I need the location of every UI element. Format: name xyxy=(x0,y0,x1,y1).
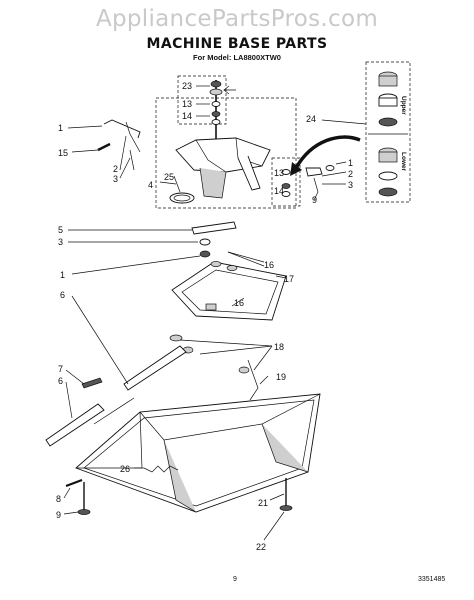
callout-2-right: 2 xyxy=(348,169,353,179)
transmission-arm xyxy=(237,155,261,191)
callout-26: 26 xyxy=(120,464,130,474)
bearing-lower-1-body xyxy=(378,151,398,163)
base-frame-front-leg xyxy=(163,439,197,513)
part-16-snubber-a xyxy=(210,261,222,267)
callout-13-lower: 13 xyxy=(274,168,284,178)
part-7-pad xyxy=(81,377,103,389)
bearing-kit-box xyxy=(365,61,411,203)
bearing-upper-2-body xyxy=(378,97,398,107)
agitator-fittings-box xyxy=(177,75,227,125)
callout-14-upper: 14 xyxy=(182,111,192,121)
part-14-bearing-upper xyxy=(211,111,221,117)
part-17-top-frame-inner xyxy=(181,269,279,315)
part-25-seal-ring-inner xyxy=(173,194,191,202)
document-number: 3351485 xyxy=(418,576,446,583)
part-13-seal-upper xyxy=(211,101,221,107)
part-2-spring-right xyxy=(313,177,319,201)
part-17-label-plate xyxy=(205,303,217,311)
part-18-clip-c xyxy=(238,366,250,374)
page-number: 9 xyxy=(233,576,237,583)
callout-6-lower: 6 xyxy=(58,376,63,386)
bearing-lower-2 xyxy=(378,171,398,181)
part-5-brace xyxy=(191,221,237,235)
part-3-retainer-left xyxy=(129,149,135,171)
callout-6-upper: 6 xyxy=(60,290,65,300)
callout-7: 7 xyxy=(58,364,63,374)
part-22-leg-foot xyxy=(279,505,293,511)
transmission-gearcase xyxy=(199,167,227,199)
base-frame-top-rails xyxy=(139,393,321,441)
base-frame-right-leg xyxy=(261,423,309,473)
callout-16-upper: 16 xyxy=(264,260,274,270)
callout-16-lower: 16 xyxy=(234,298,244,308)
callout-3-right: 3 xyxy=(348,180,353,190)
callout-24: 24 xyxy=(306,114,316,124)
callout-1-middle: 1 xyxy=(60,270,65,280)
callout-13-upper: 13 xyxy=(182,99,192,109)
part-6-brace-lower-rail xyxy=(93,397,135,425)
bearing-lower-3 xyxy=(378,187,398,197)
callout-18: 18 xyxy=(274,342,284,352)
part-14-bearing-lower xyxy=(281,183,291,189)
callout-17: 17 xyxy=(284,274,294,284)
part-17-top-frame xyxy=(171,261,287,321)
callout-3-middle: 3 xyxy=(58,237,63,247)
pulley-fittings-box xyxy=(271,157,301,207)
callout-9-lower: 9 xyxy=(56,510,61,520)
callout-numbers: 1 15 2 3 4 23 13 14 25 13 14 24 1 2 3 9 … xyxy=(56,81,353,552)
part-9-leg-foot xyxy=(77,509,91,515)
part-19-suspension-rod xyxy=(247,359,259,401)
part-6-brace-upper xyxy=(123,345,187,391)
callout-19: 19 xyxy=(276,372,286,382)
callout-8: 8 xyxy=(56,494,61,504)
part-8-leg-bolt xyxy=(65,478,83,488)
part-1-clip-left xyxy=(103,119,141,139)
callout-1-top-left: 1 xyxy=(58,123,63,133)
part-16-snubber-b xyxy=(226,265,238,271)
callout-2-left: 2 xyxy=(113,164,118,174)
part-14-washer-lower xyxy=(281,191,291,197)
part-1-nut-mid xyxy=(199,250,211,258)
part-15-pin xyxy=(97,142,111,152)
bearing-lower-label: Lower xyxy=(400,152,407,172)
callout-23: 23 xyxy=(182,81,192,91)
part-18-clip-a xyxy=(169,334,183,342)
callout-14-lower: 14 xyxy=(274,186,284,196)
part-2-spring-left xyxy=(125,121,141,153)
part-23-drive-block xyxy=(210,80,222,88)
callout-25: 25 xyxy=(164,172,174,182)
callout-4: 4 xyxy=(148,180,153,190)
bearing-kit-arrow xyxy=(294,135,361,169)
bearing-upper-label: Upper xyxy=(400,96,407,115)
bearing-kit-arrowhead xyxy=(290,162,302,176)
callout-3-left: 3 xyxy=(113,174,118,184)
bearing-upper-1-body xyxy=(378,75,398,87)
transmission-housing xyxy=(175,137,271,173)
assembly-arrow-23 xyxy=(223,85,236,95)
part-25-seal-ring xyxy=(169,192,195,204)
callout-21: 21 xyxy=(258,498,268,508)
callout-1-right: 1 xyxy=(348,158,353,168)
part-14-spacer xyxy=(211,119,221,125)
watermark: AppliancePartsPros.com xyxy=(95,6,379,32)
part-1-pin-right xyxy=(325,165,335,171)
part-23-washer xyxy=(209,88,223,96)
part-13-seal-lower xyxy=(281,169,291,175)
part-1-clip-right xyxy=(305,167,323,177)
bearing-upper-3 xyxy=(378,117,398,127)
leader-lines xyxy=(63,85,367,541)
callout-5: 5 xyxy=(58,225,63,235)
callout-9-upper: 9 xyxy=(312,195,317,205)
callout-22: 22 xyxy=(256,542,266,552)
part-26-spring xyxy=(143,465,179,473)
callout-15: 15 xyxy=(58,148,68,158)
diagram-title: MACHINE BASE PARTS xyxy=(146,36,328,52)
model-number: For Model: LA8800XTW0 xyxy=(193,53,281,62)
part-3-washer-mid xyxy=(199,238,211,246)
part-6-brace-lower xyxy=(45,403,105,447)
